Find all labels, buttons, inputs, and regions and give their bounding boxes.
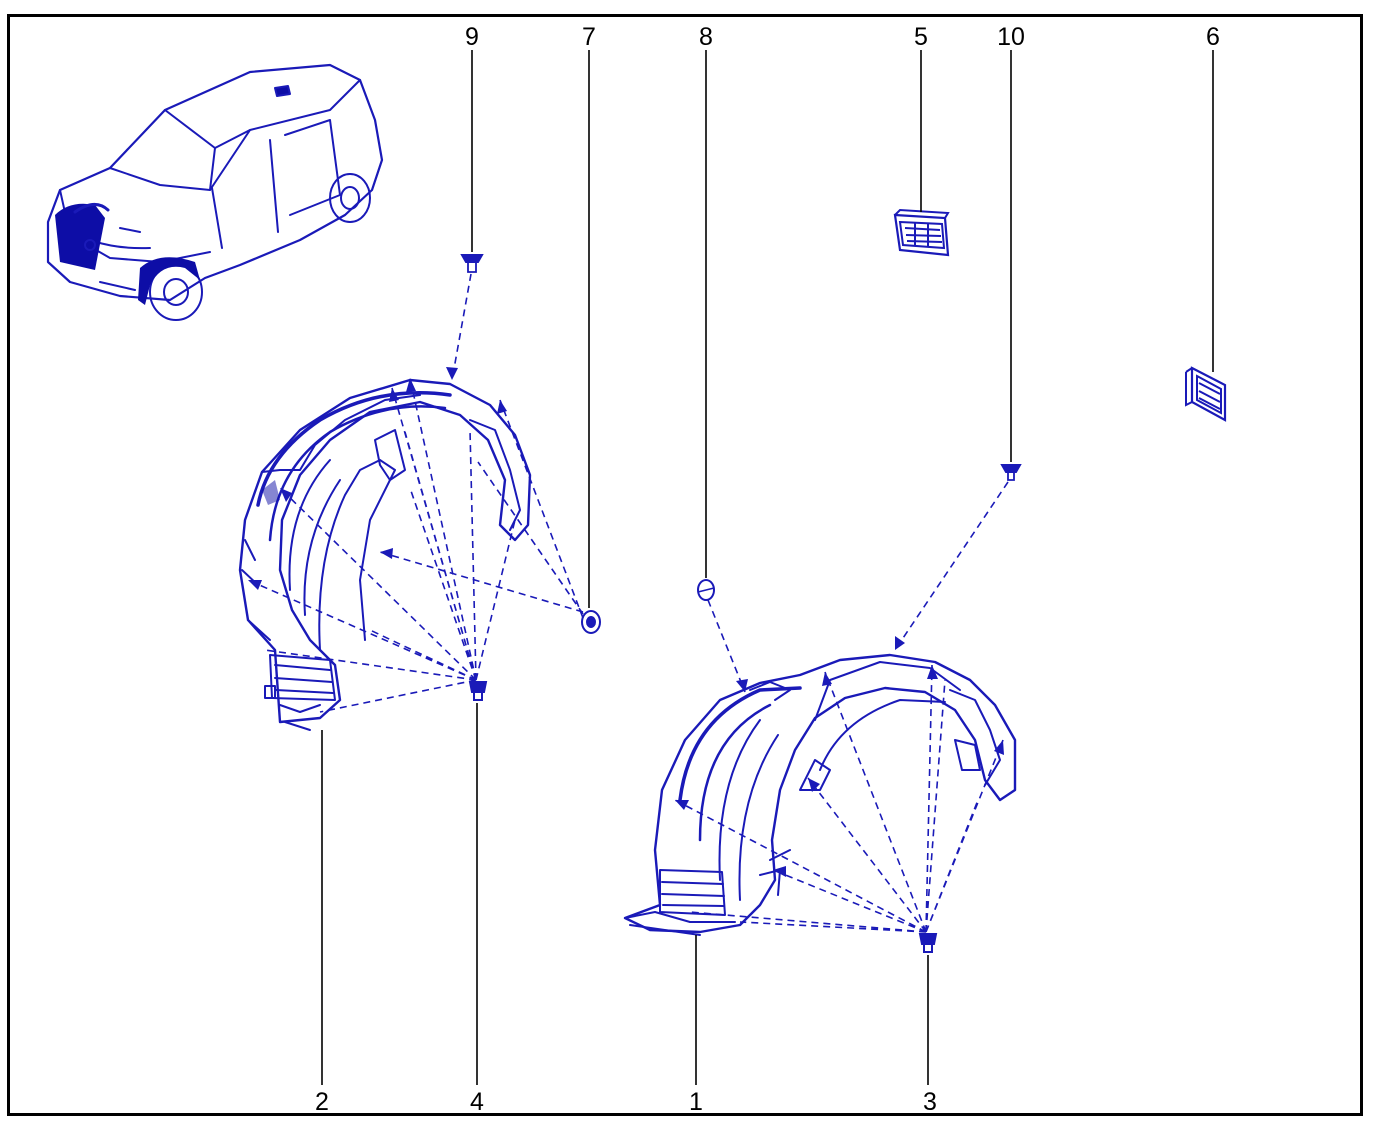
vehicle-thumbnail: [46, 63, 384, 321]
clip-part-8: [697, 579, 715, 601]
callout-4: 4: [470, 1088, 484, 1116]
callout-6: 6: [1206, 23, 1220, 51]
clip-part-9: [460, 254, 484, 273]
vent-grille-part-5: [893, 208, 950, 257]
clip-part-10: [1000, 464, 1022, 481]
assembly-arrows: [247, 273, 1009, 933]
callout-9: 9: [465, 23, 479, 51]
clip-part-7: [581, 610, 601, 634]
callout-labels: 9 7 8 5 10 6 2 4 1 3: [315, 23, 1220, 1116]
callout-leaders: [321, 50, 1214, 1085]
clip-part-3: [918, 933, 938, 953]
callout-3: 3: [923, 1088, 937, 1116]
callout-8: 8: [699, 23, 713, 51]
diagram-frame: [7, 14, 1363, 1116]
callout-2: 2: [315, 1088, 329, 1116]
callout-5: 5: [914, 23, 928, 51]
vent-grille-part-6: [1185, 366, 1227, 422]
clip-part-4: [468, 681, 488, 701]
callout-7: 7: [582, 23, 596, 51]
callout-10: 10: [997, 23, 1025, 51]
callout-1: 1: [689, 1088, 703, 1116]
wheel-arch-liner-right: [623, 653, 1017, 936]
wheel-arch-liner-left: [238, 378, 532, 731]
